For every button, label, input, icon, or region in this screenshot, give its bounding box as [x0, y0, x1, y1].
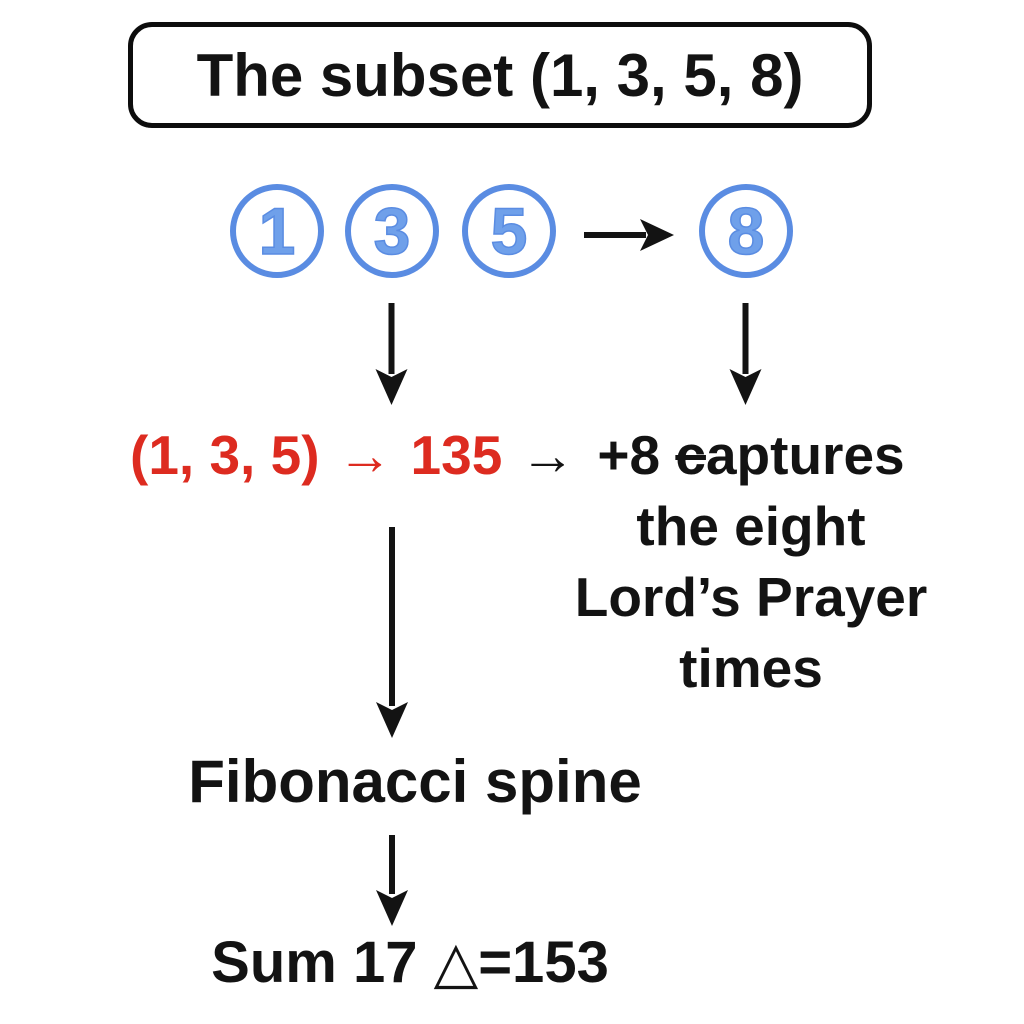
circle-node-5-label: 5	[490, 193, 528, 269]
note-line-1: +8 captures	[558, 420, 944, 491]
spine-label: Fibonacci spine	[188, 748, 642, 815]
right-arrow-5-to-8-icon	[584, 219, 674, 251]
circle-node-8-label: 8	[727, 193, 765, 269]
down-arrow-spine-to-sum-icon	[376, 835, 408, 926]
circle-node-1-label: 1	[258, 193, 296, 269]
circle-node-3: 3	[345, 184, 439, 278]
down-arrow-135-to-spine-icon	[376, 527, 408, 738]
down-arrow-circle3-icon	[375, 303, 408, 405]
circle-node-8: 8	[699, 184, 793, 278]
tuple-arrow-icon: →	[337, 424, 393, 486]
concat-arrow-icon: →	[520, 424, 576, 486]
note-block: +8 captures the eight Lord’s Prayer time…	[558, 420, 944, 704]
note-line-1-prefix: +8	[597, 424, 676, 486]
note-line-2: the eight	[636, 495, 866, 557]
transformation-row: (1, 3, 5) → 135 →	[130, 428, 575, 483]
page-title: The subset (1, 3, 5, 8)	[196, 41, 804, 109]
circle-node-3-label: 3	[373, 193, 411, 269]
note-line-1-struck-letter: c	[675, 424, 706, 486]
note-line-4: times	[679, 637, 823, 699]
down-arrow-circle8-icon	[729, 303, 762, 405]
concat-result-text: 135	[410, 424, 503, 486]
circle-node-5: 5	[462, 184, 556, 278]
note-line-3: Lord’s Prayer	[574, 566, 928, 628]
circle-node-1: 1	[230, 184, 324, 278]
title-box: The subset (1, 3, 5, 8)	[128, 22, 872, 128]
tuple-text: (1, 3, 5)	[130, 424, 320, 486]
note-line-1-rest: aptures	[705, 424, 905, 486]
sum-label: Sum 17 △=153	[211, 930, 609, 995]
